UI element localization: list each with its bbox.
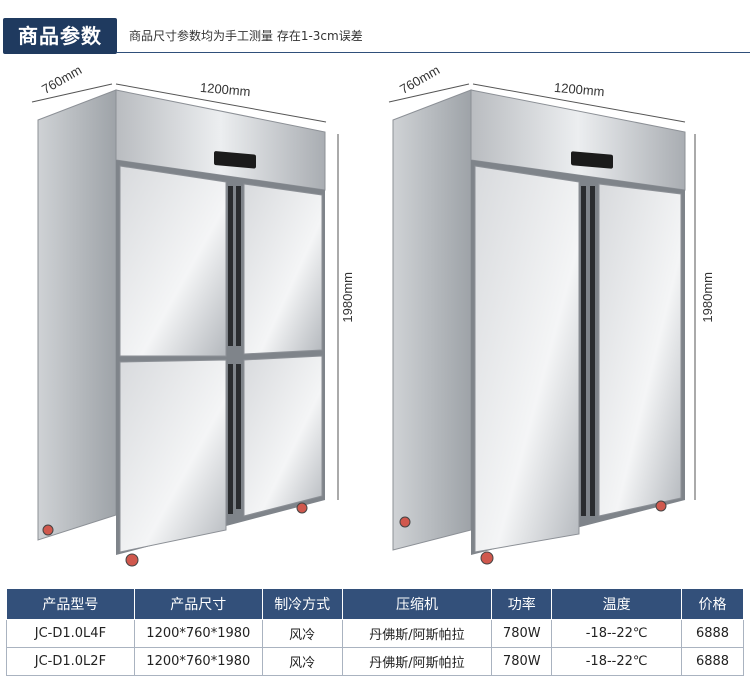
cell-cooling: 风冷 bbox=[261, 619, 343, 648]
table-row: JC-D1.0L4F 1200*760*1980 风冷 丹佛斯/阿斯帕拉 780… bbox=[6, 619, 744, 648]
product-specs-table: 产品型号 产品尺寸 制冷方式 压缩机 功率 温度 价格 JC-D1.0L4F 1… bbox=[6, 588, 744, 676]
table-header-row: 产品型号 产品尺寸 制冷方式 压缩机 功率 温度 价格 bbox=[6, 588, 744, 620]
cell-temperature: -18--22℃ bbox=[551, 647, 683, 676]
table-row: JC-D1.0L2F 1200*760*1980 风冷 丹佛斯/阿斯帕拉 780… bbox=[6, 647, 744, 676]
header-model: 产品型号 bbox=[6, 588, 135, 620]
cell-price: 6888 bbox=[681, 647, 744, 676]
measurement-note: 商品尺寸参数均为手工测量 存在1-3cm误差 bbox=[129, 29, 363, 43]
header-temperature: 温度 bbox=[551, 588, 683, 620]
header-compressor: 压缩机 bbox=[341, 588, 493, 620]
fridge-two-door-image bbox=[388, 83, 696, 565]
header-size: 产品尺寸 bbox=[133, 588, 263, 620]
fridge-four-door-image bbox=[31, 83, 339, 567]
header-power: 功率 bbox=[491, 588, 553, 620]
cell-power: 780W bbox=[491, 647, 553, 676]
cell-price: 6888 bbox=[681, 619, 744, 648]
header-divider bbox=[117, 52, 750, 53]
cell-size: 1200*760*1980 bbox=[133, 619, 263, 648]
cell-compressor: 丹佛斯/阿斯帕拉 bbox=[341, 647, 493, 676]
cell-model: JC-D1.0L4F bbox=[6, 619, 135, 648]
section-header: 商品参数 商品尺寸参数均为手工测量 存在1-3cm误差 bbox=[0, 18, 750, 54]
cell-temperature: -18--22℃ bbox=[551, 619, 683, 648]
header-price: 价格 bbox=[681, 588, 744, 620]
cell-cooling: 风冷 bbox=[261, 647, 343, 676]
cell-power: 780W bbox=[491, 619, 553, 648]
cell-size: 1200*760*1980 bbox=[133, 647, 263, 676]
cell-model: JC-D1.0L2F bbox=[6, 647, 135, 676]
header-cooling: 制冷方式 bbox=[261, 588, 343, 620]
cell-compressor: 丹佛斯/阿斯帕拉 bbox=[341, 619, 493, 648]
section-title-badge: 商品参数 bbox=[3, 18, 117, 54]
